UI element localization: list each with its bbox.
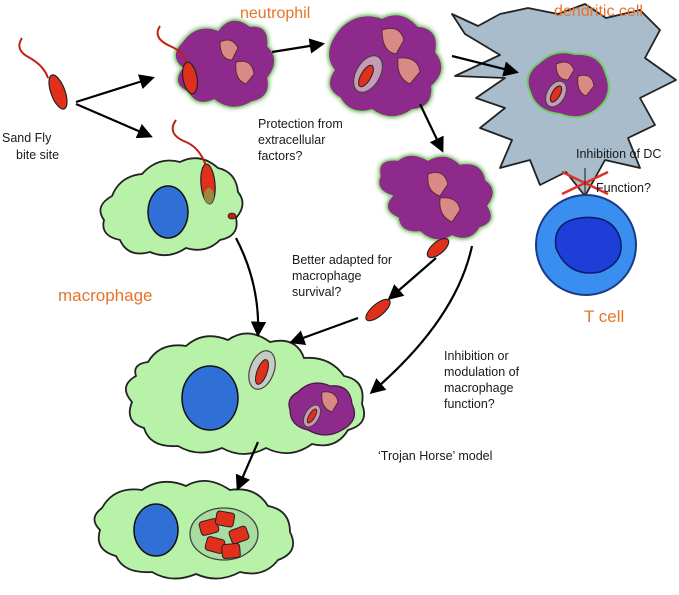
macrophage-resting [99,157,244,257]
neutrophil-infected-granules [352,27,421,93]
label-t-cell: T cell [584,307,624,326]
arrow-fly-to-neutrophil [75,74,155,104]
dendritic-cell [451,3,677,197]
neutrophil-apoptotic [377,154,495,241]
label-inhibition-mac-line3: macrophage [444,381,514,395]
sand-fly-parasite [18,37,68,110]
label-macrophage: macrophage [58,286,153,305]
label-better-line1: Better adapted for [292,253,392,267]
neutrophil-apoptotic-granules [426,171,461,259]
t-cell [535,194,637,296]
label-better-line3: survival? [292,285,341,299]
parasite-entering-neutrophil [156,25,199,95]
label-trojan-horse: ‘Trojan Horse’ model [378,449,492,463]
arrow-apoptotic-to-free-parasite [387,257,437,301]
label-inhibition-mac-line4: function? [444,397,495,411]
label-protection-line1: Protection from [258,117,343,131]
arrow-neutrophil-to-apoptotic [419,103,444,153]
label-protection-line3: factors? [258,149,303,163]
label-sand-fly-line1: Sand Fly [2,131,52,145]
arrow-fly-to-macrophage [75,102,153,139]
label-neutrophil: neutrophil [240,5,310,22]
label-inhibition-mac-line1: Inhibition or [444,349,509,363]
arrow-neutrophil-to-infected [271,38,326,54]
label-dendritic-cell: dendritic cell [554,3,643,20]
free-parasite [365,298,391,322]
arrow-trojan-to-amastigotes [235,441,260,491]
neutrophil-entry [174,19,276,109]
engulfed-neutrophil [288,382,356,436]
label-inhibition-dc-line2: Function? [596,181,651,195]
neutrophil-infected [327,13,443,118]
label-better-line2: macrophage [292,269,362,283]
label-protection-line2: extracellular [258,133,325,147]
inhibition-x-mark [561,168,609,196]
arrow-apoptotic-to-trojan [369,245,474,395]
arrow-neutrophil-to-dc [451,54,519,77]
neutrophil-entry-granules [219,39,255,85]
arrow-free-parasite-to-macrophage [289,316,359,346]
arrows [75,38,519,491]
label-inhibition-mac-line2: modulation of [444,365,520,379]
macrophage-amastigotes [93,480,294,580]
arrow-macrophage-down [235,237,267,338]
parasite-entering-macrophage [171,119,216,205]
label-sand-fly-line2: bite site [16,148,59,162]
label-inhibition-dc-line1: Inhibition of DC [576,147,661,161]
